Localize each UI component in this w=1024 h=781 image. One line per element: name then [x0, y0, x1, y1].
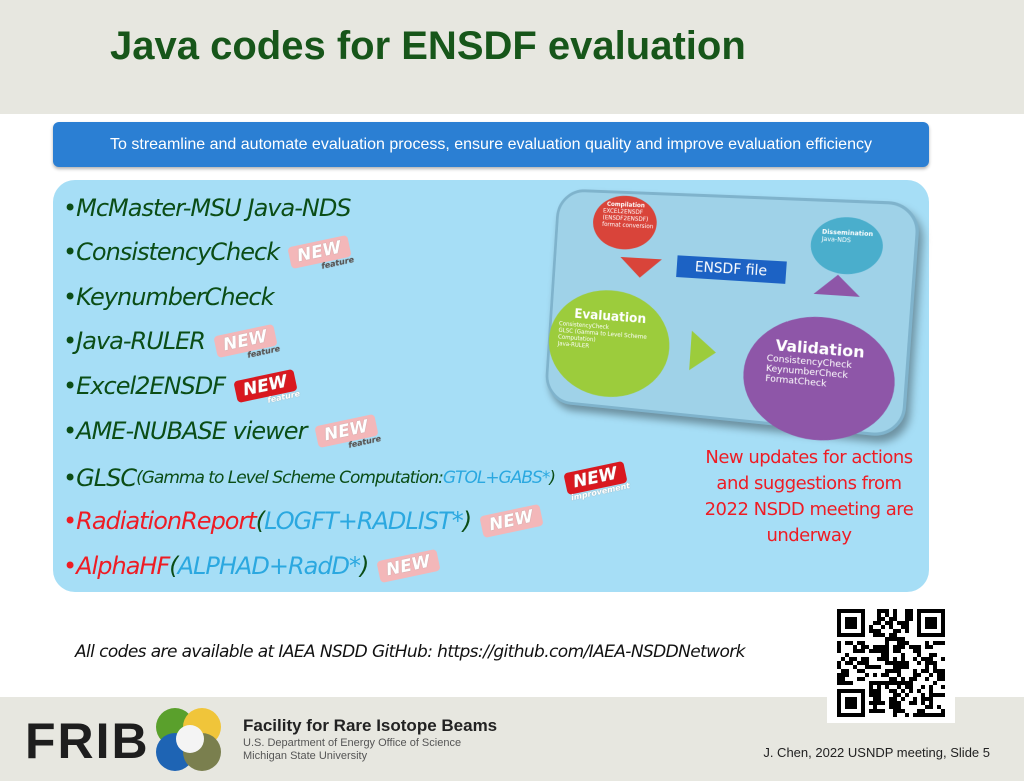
bullet: •	[63, 417, 77, 445]
code-name: Excel2ENSDF	[76, 372, 226, 400]
doe-line: U.S. Department of Energy Office of Scie…	[243, 737, 462, 749]
code-name: AlphaHF	[76, 552, 170, 580]
ensdf-file-label: ENSDF file	[676, 255, 787, 284]
bullet: •	[63, 464, 77, 492]
bullet: •	[63, 238, 77, 266]
bullet: •	[63, 327, 77, 355]
bullet: •	[63, 194, 77, 222]
bullet: •	[63, 372, 77, 400]
facility-name: Facility for Rare Isotope Beams	[243, 716, 498, 735]
code-detail: (Gamma to Level Scheme Computation:	[136, 468, 444, 488]
code-name: ConsistencyCheck	[76, 238, 280, 266]
paren: )	[360, 552, 369, 580]
code-list-item: •RadiationReport (LOGFT+RADLIST*)NEW	[63, 503, 544, 539]
legacy-codes: GTOL+GABS*	[442, 468, 550, 488]
slide-title: Java codes for ENSDF evaluation	[110, 24, 746, 68]
new-badge: NEW	[376, 548, 441, 584]
paren: (	[255, 507, 265, 535]
paren: )	[549, 468, 556, 488]
paren: )	[462, 507, 472, 535]
bullet: •	[63, 283, 77, 311]
code-name: Java-RULER	[76, 327, 206, 355]
bullet: •	[63, 507, 77, 535]
frib-emblem-icon	[156, 708, 221, 771]
msu-line: Michigan State University	[243, 750, 368, 762]
code-list-item: •GLSC(Gamma to Level Scheme Computation:…	[63, 460, 631, 502]
qr-code[interactable]	[827, 603, 955, 723]
arrow-right-icon	[689, 330, 718, 373]
paren: (	[169, 552, 178, 580]
arrow-down-icon	[619, 256, 662, 279]
code-name: RadiationReport	[76, 507, 257, 535]
purpose-banner: To streamline and automate evaluation pr…	[53, 122, 929, 167]
code-list-item: •KeynumberCheck	[63, 283, 275, 311]
arrow-up-icon	[813, 273, 862, 297]
new-badge: NEW	[479, 503, 544, 539]
code-name: KeynumberCheck	[76, 283, 274, 311]
update-note: New updates for actions and suggestions …	[704, 447, 914, 546]
github-note: All codes are available at IAEA NSDD Git…	[75, 642, 746, 662]
frib-logo: FRIB	[25, 713, 150, 769]
code-name: McMaster-MSU Java-NDS	[76, 194, 351, 222]
code-list-item: •AlphaHF (ALPHAD+RadD*)NEW	[63, 548, 441, 584]
slide-credit: J. Chen, 2022 USNDP meeting, Slide 5	[763, 745, 990, 760]
legacy-codes: ALPHAD+RadD*	[177, 552, 361, 580]
code-name: AME-NUBASE viewer	[76, 417, 307, 445]
code-name: GLSC	[76, 464, 137, 492]
title-band	[0, 0, 1024, 114]
code-list-item: •McMaster-MSU Java-NDS	[63, 194, 352, 222]
bullet: •	[63, 552, 77, 580]
legacy-codes: LOGFT+RADLIST*	[264, 507, 464, 535]
